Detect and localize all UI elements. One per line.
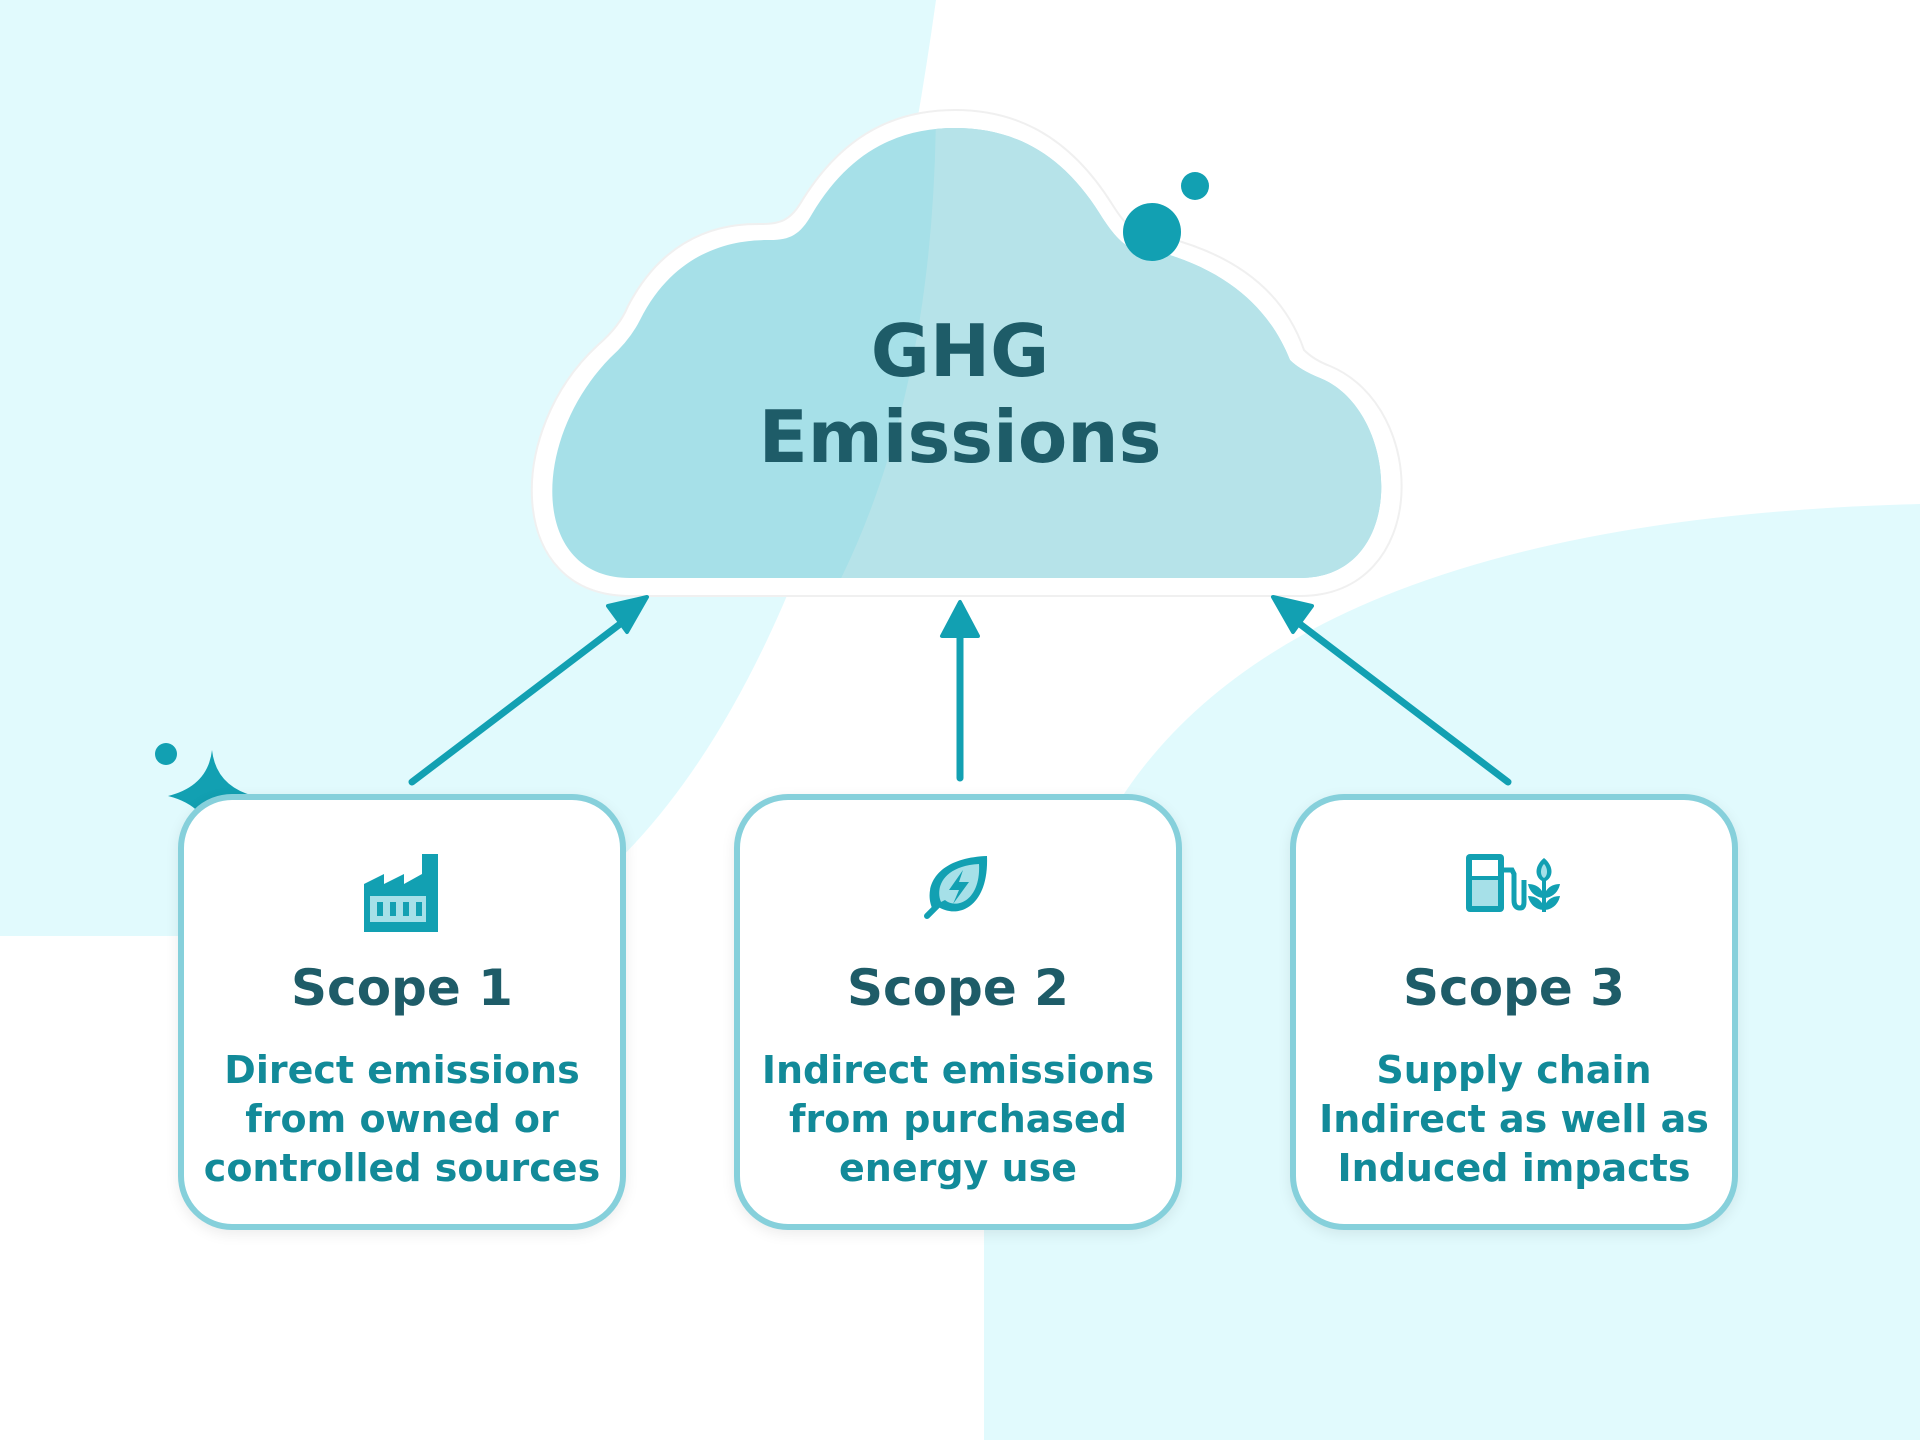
scope-1-desc-line: Direct emissions <box>224 1048 580 1092</box>
scope-3-desc-line: Supply chain <box>1376 1048 1652 1092</box>
sparkle-dot <box>155 743 177 765</box>
scope-2-desc-line: Indirect emissions <box>761 1048 1155 1092</box>
bg-arc-white <box>520 0 936 936</box>
bg-arc-right <box>984 504 1920 940</box>
energy-leaf-icon <box>923 850 993 924</box>
scope-2-card: Scope 2 Indirect emissions from purchase… <box>734 794 1182 1230</box>
arrow-scope3 <box>1271 595 1512 786</box>
scope-2-title: Scope 2 <box>847 959 1069 1017</box>
cloud-title-line2: Emissions <box>758 395 1162 479</box>
scope-3-title: Scope 3 <box>1403 959 1625 1017</box>
scope-3-desc-line: Induced impacts <box>1337 1146 1691 1190</box>
arrow-scope1 <box>408 595 649 786</box>
scope-1-desc-line: controlled sources <box>203 1146 601 1190</box>
scope-2-desc-line: energy use <box>839 1146 1077 1190</box>
factory-icon <box>360 850 444 938</box>
scope-1-card: Scope 1 Direct emissions from owned or c… <box>178 794 626 1230</box>
scope-1-desc-line: from owned or <box>245 1097 559 1141</box>
bubble-dot-small <box>1181 172 1209 200</box>
scope-1-description: Direct emissions from owned or controlle… <box>194 1046 610 1193</box>
cloud-title-line1: GHG <box>870 309 1050 393</box>
scope-3-desc-line: Indirect as well as <box>1319 1097 1709 1141</box>
scope-3-description: Supply chain Indirect as well as Induced… <box>1306 1046 1722 1193</box>
scope-2-desc-line: from purchased <box>788 1097 1127 1141</box>
scope-2-description: Indirect emissions from purchased energy… <box>750 1046 1166 1193</box>
scope-1-title: Scope 1 <box>291 959 513 1017</box>
arrow-scope2 <box>940 600 980 782</box>
bubble-dot-large <box>1123 203 1181 261</box>
fuel-plant-icon <box>1464 850 1564 920</box>
scope-3-card: Scope 3 Supply chain Indirect as well as… <box>1290 794 1738 1230</box>
sparkle-star-icon <box>168 750 254 842</box>
cloud-title: GHG Emissions <box>560 308 1360 480</box>
